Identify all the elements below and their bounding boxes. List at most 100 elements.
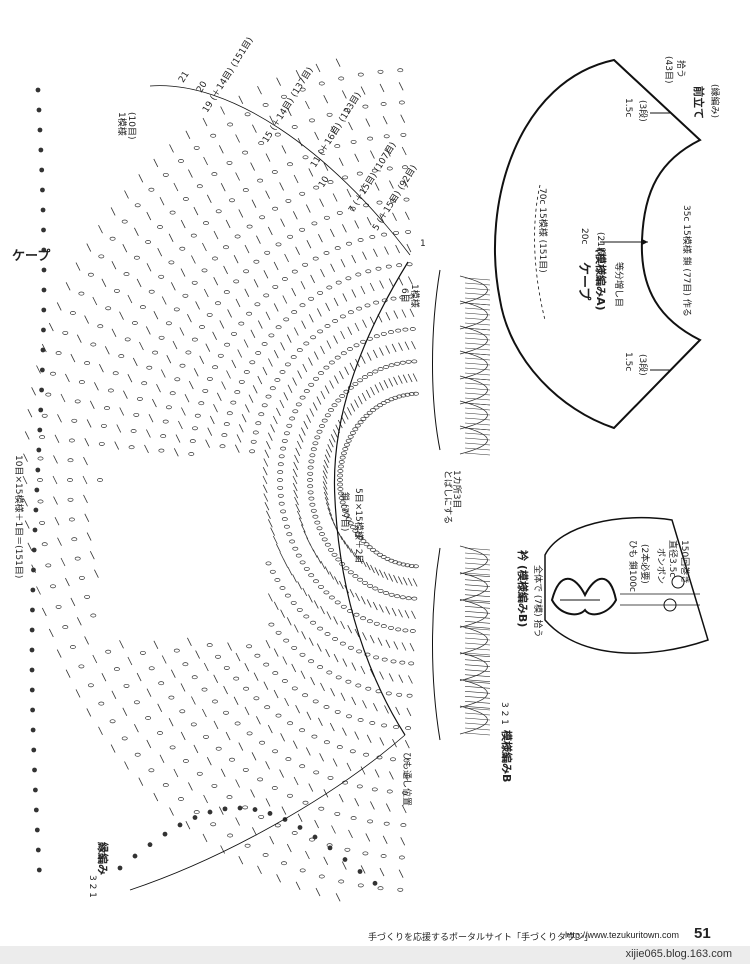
double-crochet-stitch bbox=[360, 665, 366, 675]
double-crochet-stitch bbox=[226, 370, 231, 379]
double-crochet-stitch bbox=[383, 380, 389, 389]
chain-stitch bbox=[285, 198, 292, 203]
double-crochet-stitch bbox=[372, 601, 378, 611]
chain-stitch bbox=[317, 665, 324, 670]
double-crochet-stitch bbox=[193, 744, 199, 754]
double-crochet-stitch bbox=[300, 670, 306, 679]
shell-stitch bbox=[459, 400, 488, 430]
chain-stitch bbox=[100, 423, 107, 428]
double-crochet-stitch bbox=[379, 737, 385, 746]
chain-stitch bbox=[287, 793, 293, 798]
collar-stitch-line bbox=[464, 407, 491, 411]
collar-schematic-outline bbox=[544, 517, 709, 654]
double-crochet-stitch bbox=[354, 731, 360, 740]
double-crochet-stitch bbox=[127, 656, 133, 666]
collar-stitch-line bbox=[464, 352, 491, 356]
edging-stitch bbox=[252, 807, 258, 812]
double-crochet-stitch bbox=[333, 297, 339, 307]
chain-stitch bbox=[271, 786, 278, 790]
edging-stitch bbox=[147, 842, 153, 848]
double-crochet-stitch bbox=[188, 782, 193, 791]
double-crochet-stitch bbox=[279, 399, 285, 409]
chain-stitch bbox=[152, 350, 159, 355]
chain-stitch bbox=[332, 319, 339, 323]
chain-stitch bbox=[277, 478, 283, 482]
double-crochet-stitch bbox=[53, 455, 58, 464]
double-crochet-stitch bbox=[354, 399, 359, 408]
chain-stitch bbox=[334, 144, 341, 149]
chain-stitch bbox=[373, 655, 380, 660]
double-crochet-stitch bbox=[398, 609, 403, 618]
double-crochet-stitch bbox=[382, 835, 388, 844]
double-crochet-stitch bbox=[362, 700, 367, 709]
double-crochet-stitch bbox=[119, 311, 124, 320]
edging-stitch bbox=[222, 806, 228, 812]
double-crochet-stitch bbox=[370, 150, 375, 159]
double-crochet-stitch bbox=[318, 234, 323, 243]
edging-stitch bbox=[34, 487, 40, 493]
chain-stitch bbox=[377, 588, 384, 593]
double-crochet-stitch bbox=[401, 804, 407, 814]
double-crochet-stitch bbox=[233, 255, 239, 264]
chain-stitch bbox=[227, 833, 234, 838]
edging-stitch bbox=[372, 880, 378, 886]
double-crochet-stitch bbox=[330, 263, 335, 272]
double-crochet-stitch bbox=[262, 484, 268, 493]
double-crochet-stitch bbox=[263, 270, 269, 279]
chain-stitch bbox=[215, 654, 221, 659]
double-crochet-stitch bbox=[122, 244, 128, 253]
chain-stitch bbox=[328, 408, 334, 413]
chain-stitch bbox=[283, 638, 290, 643]
chain-stitch bbox=[317, 626, 324, 631]
double-crochet-stitch bbox=[267, 226, 273, 236]
chain-stitch bbox=[408, 563, 415, 568]
double-crochet-stitch bbox=[354, 552, 359, 561]
double-crochet-stitch bbox=[366, 734, 372, 743]
double-crochet-stitch bbox=[227, 642, 232, 651]
double-crochet-stitch bbox=[295, 705, 300, 714]
double-crochet-stitch bbox=[391, 607, 397, 617]
double-crochet-stitch bbox=[110, 207, 116, 216]
chain-stitch bbox=[311, 221, 318, 226]
double-crochet-stitch bbox=[235, 298, 241, 308]
schematic-subtitle: (模様編みA) bbox=[594, 248, 607, 311]
double-crochet-stitch bbox=[322, 481, 328, 490]
double-crochet-stitch bbox=[365, 389, 371, 399]
double-crochet-stitch bbox=[269, 115, 275, 124]
chain-stitch bbox=[307, 484, 314, 489]
chain-stitch bbox=[381, 723, 388, 728]
double-crochet-stitch bbox=[360, 285, 366, 295]
footer-url[interactable]: http://www.tezukuritown.com bbox=[565, 930, 680, 940]
chain-stitch bbox=[283, 431, 290, 436]
pompom-label: ポンポン bbox=[655, 548, 665, 585]
collar-stitch-line bbox=[464, 574, 491, 577]
chain-stitch bbox=[182, 759, 189, 763]
collar-stitch-line bbox=[464, 599, 491, 602]
collar-stitch-line bbox=[464, 606, 491, 609]
double-crochet-stitch bbox=[220, 768, 226, 777]
chain-stitch bbox=[347, 521, 354, 526]
double-crochet-stitch bbox=[252, 124, 257, 133]
chain-stitch bbox=[343, 513, 350, 518]
chain-stitch bbox=[395, 328, 402, 333]
double-crochet-stitch bbox=[298, 434, 304, 443]
double-crochet-stitch bbox=[60, 557, 66, 567]
chain-stitch bbox=[403, 197, 410, 202]
double-crochet-stitch bbox=[101, 673, 107, 682]
collar-stitch-line bbox=[464, 626, 491, 629]
double-crochet-stitch bbox=[341, 90, 347, 99]
chain-stitch bbox=[360, 539, 367, 544]
chain-stitch bbox=[290, 355, 297, 360]
chain-stitch bbox=[339, 314, 346, 319]
double-crochet-stitch bbox=[70, 597, 76, 607]
chain-stitch bbox=[312, 256, 319, 261]
double-crochet-stitch bbox=[24, 431, 30, 440]
collar-stitch-line bbox=[464, 632, 491, 636]
chain-stitch bbox=[356, 306, 363, 311]
double-crochet-stitch bbox=[195, 301, 200, 310]
double-crochet-stitch bbox=[332, 193, 338, 202]
double-crochet-stitch bbox=[264, 449, 270, 458]
chain-stitch bbox=[380, 331, 387, 336]
chain-stitch bbox=[158, 274, 165, 279]
chain-stitch bbox=[173, 648, 180, 653]
